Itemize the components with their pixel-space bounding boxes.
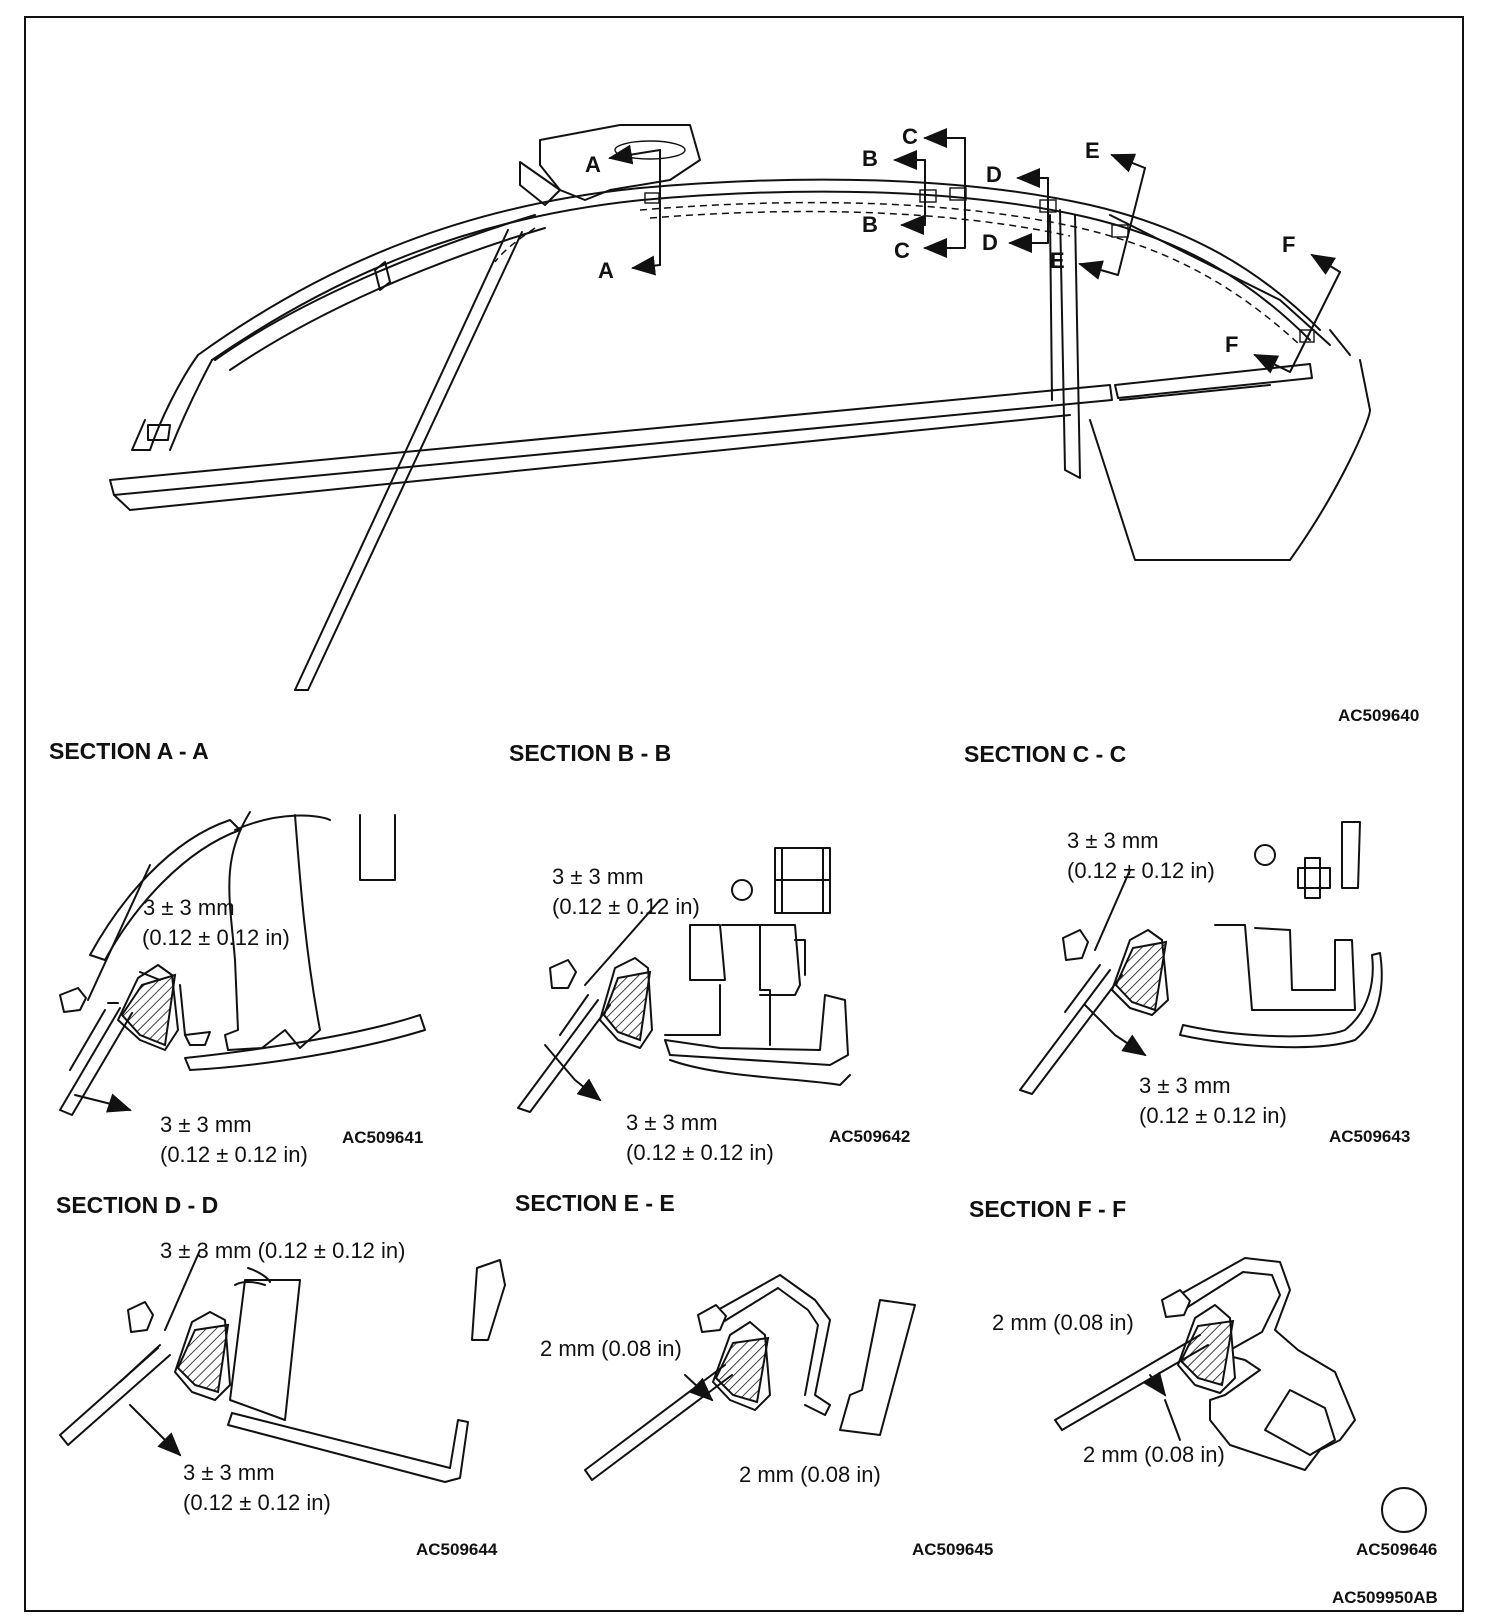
section-e-code: AC509645: [912, 1540, 994, 1559]
section-b-dim-top: 3 ± 3 mm: [552, 864, 644, 889]
section-b-dim-bottom-in: (0.12 ± 0.12 in): [626, 1140, 774, 1165]
overview-figure-code: AC509640: [1338, 706, 1420, 725]
section-a-dim-top: 3 ± 3 mm: [143, 895, 235, 920]
callout-f-top: F: [1282, 232, 1296, 257]
callout-a-top: A: [585, 152, 601, 177]
section-d-dim-bottom-in: (0.12 ± 0.12 in): [183, 1490, 331, 1515]
section-c-drawing: [1019, 821, 1383, 1095]
section-a-drawing: [59, 811, 426, 1116]
section-e-dim-top: 2 mm (0.08 in): [540, 1336, 682, 1361]
callout-c-top: C: [902, 124, 918, 149]
overview-drawing: [109, 124, 1371, 691]
section-b-drawing: [517, 847, 851, 1113]
section-f-drawing: [1054, 1257, 1427, 1533]
section-a-dim-bottom: 3 ± 3 mm: [160, 1112, 252, 1137]
section-f-title: SECTION F - F: [969, 1196, 1127, 1222]
section-c-dim-top: 3 ± 3 mm: [1067, 828, 1159, 853]
section-d-dim-bottom: 3 ± 3 mm: [183, 1460, 275, 1485]
section-d-dim-top: 3 ± 3 mm (0.12 ± 0.12 in): [160, 1238, 406, 1263]
section-e-dim-bottom: 2 mm (0.08 in): [739, 1462, 881, 1487]
callout-b-bottom: B: [862, 212, 878, 237]
section-a-dim-bottom-in: (0.12 ± 0.12 in): [160, 1142, 308, 1167]
figure-frame: [24, 16, 1464, 1612]
callout-e-top: E: [1085, 138, 1100, 163]
section-e-drawing: [584, 1274, 916, 1481]
section-c-code: AC509643: [1329, 1127, 1411, 1146]
section-d-drawing: [59, 1249, 506, 1483]
section-a-title: SECTION A - A: [49, 738, 209, 764]
section-d-title: SECTION D - D: [56, 1192, 219, 1218]
callout-c-bottom: C: [894, 238, 910, 263]
callout-e-bottom: E: [1050, 248, 1065, 273]
callout-d-top: D: [986, 162, 1002, 187]
section-b-title: SECTION B - B: [509, 740, 672, 766]
section-f-dim-top: 2 mm (0.08 in): [992, 1310, 1134, 1335]
callout-f-bottom: F: [1225, 332, 1239, 357]
callout-a-bottom: A: [598, 258, 614, 283]
section-b-code: AC509642: [829, 1127, 911, 1146]
section-c-dim-bottom: 3 ± 3 mm: [1139, 1073, 1231, 1098]
section-c-title: SECTION C - C: [964, 741, 1127, 767]
section-b-dim-bottom: 3 ± 3 mm: [626, 1110, 718, 1135]
callout-b-top: B: [862, 146, 878, 171]
section-a-dim-top-in: (0.12 ± 0.12 in): [142, 925, 290, 950]
section-f-dim-bottom: 2 mm (0.08 in): [1083, 1442, 1225, 1467]
section-a-code: AC509641: [342, 1128, 424, 1147]
callout-d-bottom: D: [982, 230, 998, 255]
section-c-dim-top-in: (0.12 ± 0.12 in): [1067, 858, 1215, 883]
section-f-code: AC509646: [1356, 1540, 1438, 1559]
section-d-code: AC509644: [416, 1540, 498, 1559]
section-e-title: SECTION E - E: [515, 1190, 675, 1216]
section-b-dim-top-in: (0.12 ± 0.12 in): [552, 894, 700, 919]
page-figure-code: AC509950AB: [1332, 1588, 1438, 1607]
section-c-dim-bottom-in: (0.12 ± 0.12 in): [1139, 1103, 1287, 1128]
